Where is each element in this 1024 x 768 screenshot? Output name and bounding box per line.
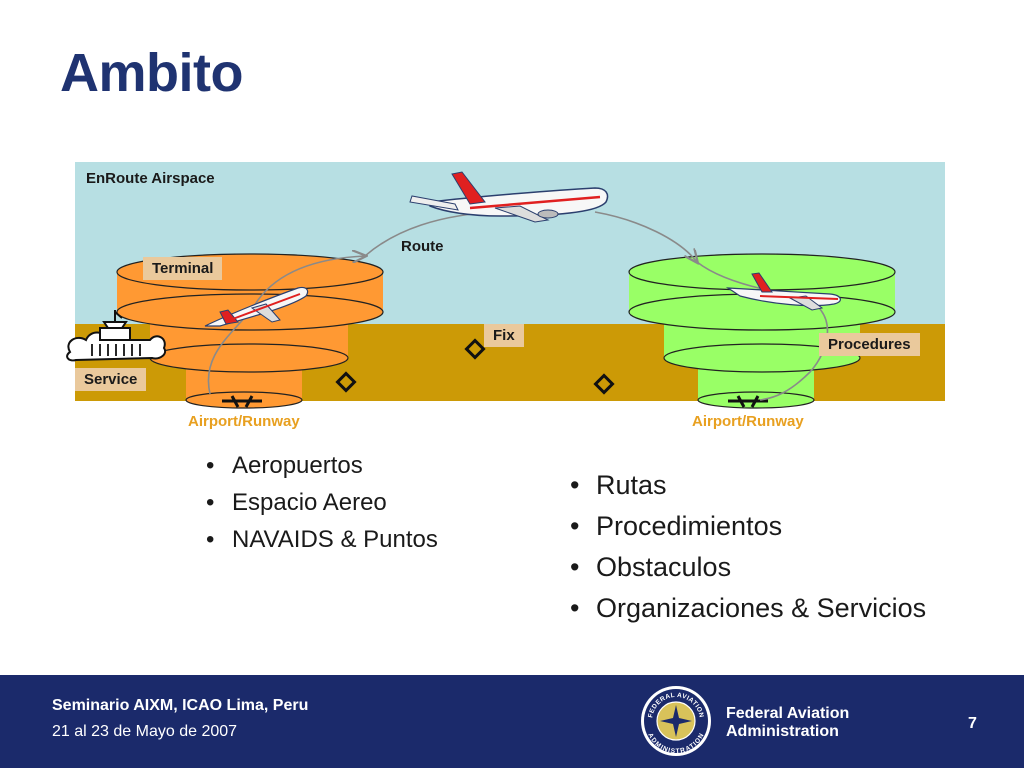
route-curve — [696, 261, 829, 401]
enroute-airspace-label: EnRoute Airspace — [86, 170, 215, 187]
bullet-item: Obstaculos — [570, 548, 926, 589]
bullet-item: Procedimientos — [570, 507, 926, 548]
route-label: Route — [401, 238, 444, 255]
departing-airplane-icon — [204, 286, 309, 327]
bullet-item: Rutas — [570, 466, 926, 507]
fix-diamond-icon — [335, 371, 357, 393]
arriving-airplane-icon — [725, 272, 841, 311]
bullet-item: NAVAIDS & Puntos — [206, 524, 438, 561]
fix-diamond-icon — [464, 338, 486, 360]
service-label: Service — [75, 368, 147, 391]
bullet-item: Organizaciones & Servicios — [570, 589, 926, 630]
slide-title: Ambito — [60, 43, 243, 103]
agency-name-line1: Federal Aviation — [726, 705, 850, 722]
airspace-diagram — [66, 162, 945, 409]
bullet-list-right: Rutas Procedimientos Obstaculos Organiza… — [570, 466, 926, 630]
fix-diamond-icons — [335, 338, 615, 395]
runway-label-left: Airport/Runway — [188, 413, 300, 430]
route-curve — [594, 211, 697, 262]
cruise-airplane-icon — [409, 171, 609, 223]
agency-name-line2: Administration — [726, 723, 839, 740]
runway-icon-right — [728, 395, 768, 408]
terminal-cylinder-left — [116, 253, 384, 409]
runway-label-right: Airport/Runway — [692, 413, 804, 430]
runway-icon-left — [222, 395, 262, 408]
bullet-item: Espacio Aereo — [206, 487, 438, 524]
faa-seal-icon: FEDERAL AVIATION ADMINISTRATION — [641, 686, 711, 756]
route-curve — [207, 256, 365, 395]
bullet-item: Aeropuertos — [206, 450, 438, 487]
fix-label: Fix — [484, 324, 524, 347]
bullet-list-left: Aeropuertos Espacio Aereo NAVAIDS & Punt… — [206, 450, 438, 561]
seminar-date: 21 al 23 de Mayo de 2007 — [52, 723, 238, 740]
terminal-label: Terminal — [143, 257, 223, 280]
fix-diamond-icon — [593, 373, 615, 395]
seminar-title: Seminario AIXM, ICAO Lima, Peru — [52, 697, 309, 714]
procedures-label: Procedures — [819, 333, 920, 356]
slide-footer: Seminario AIXM, ICAO Lima, Peru 21 al 23… — [0, 675, 1024, 768]
page-number: 7 — [968, 715, 977, 732]
control-tower-icon — [66, 310, 166, 362]
